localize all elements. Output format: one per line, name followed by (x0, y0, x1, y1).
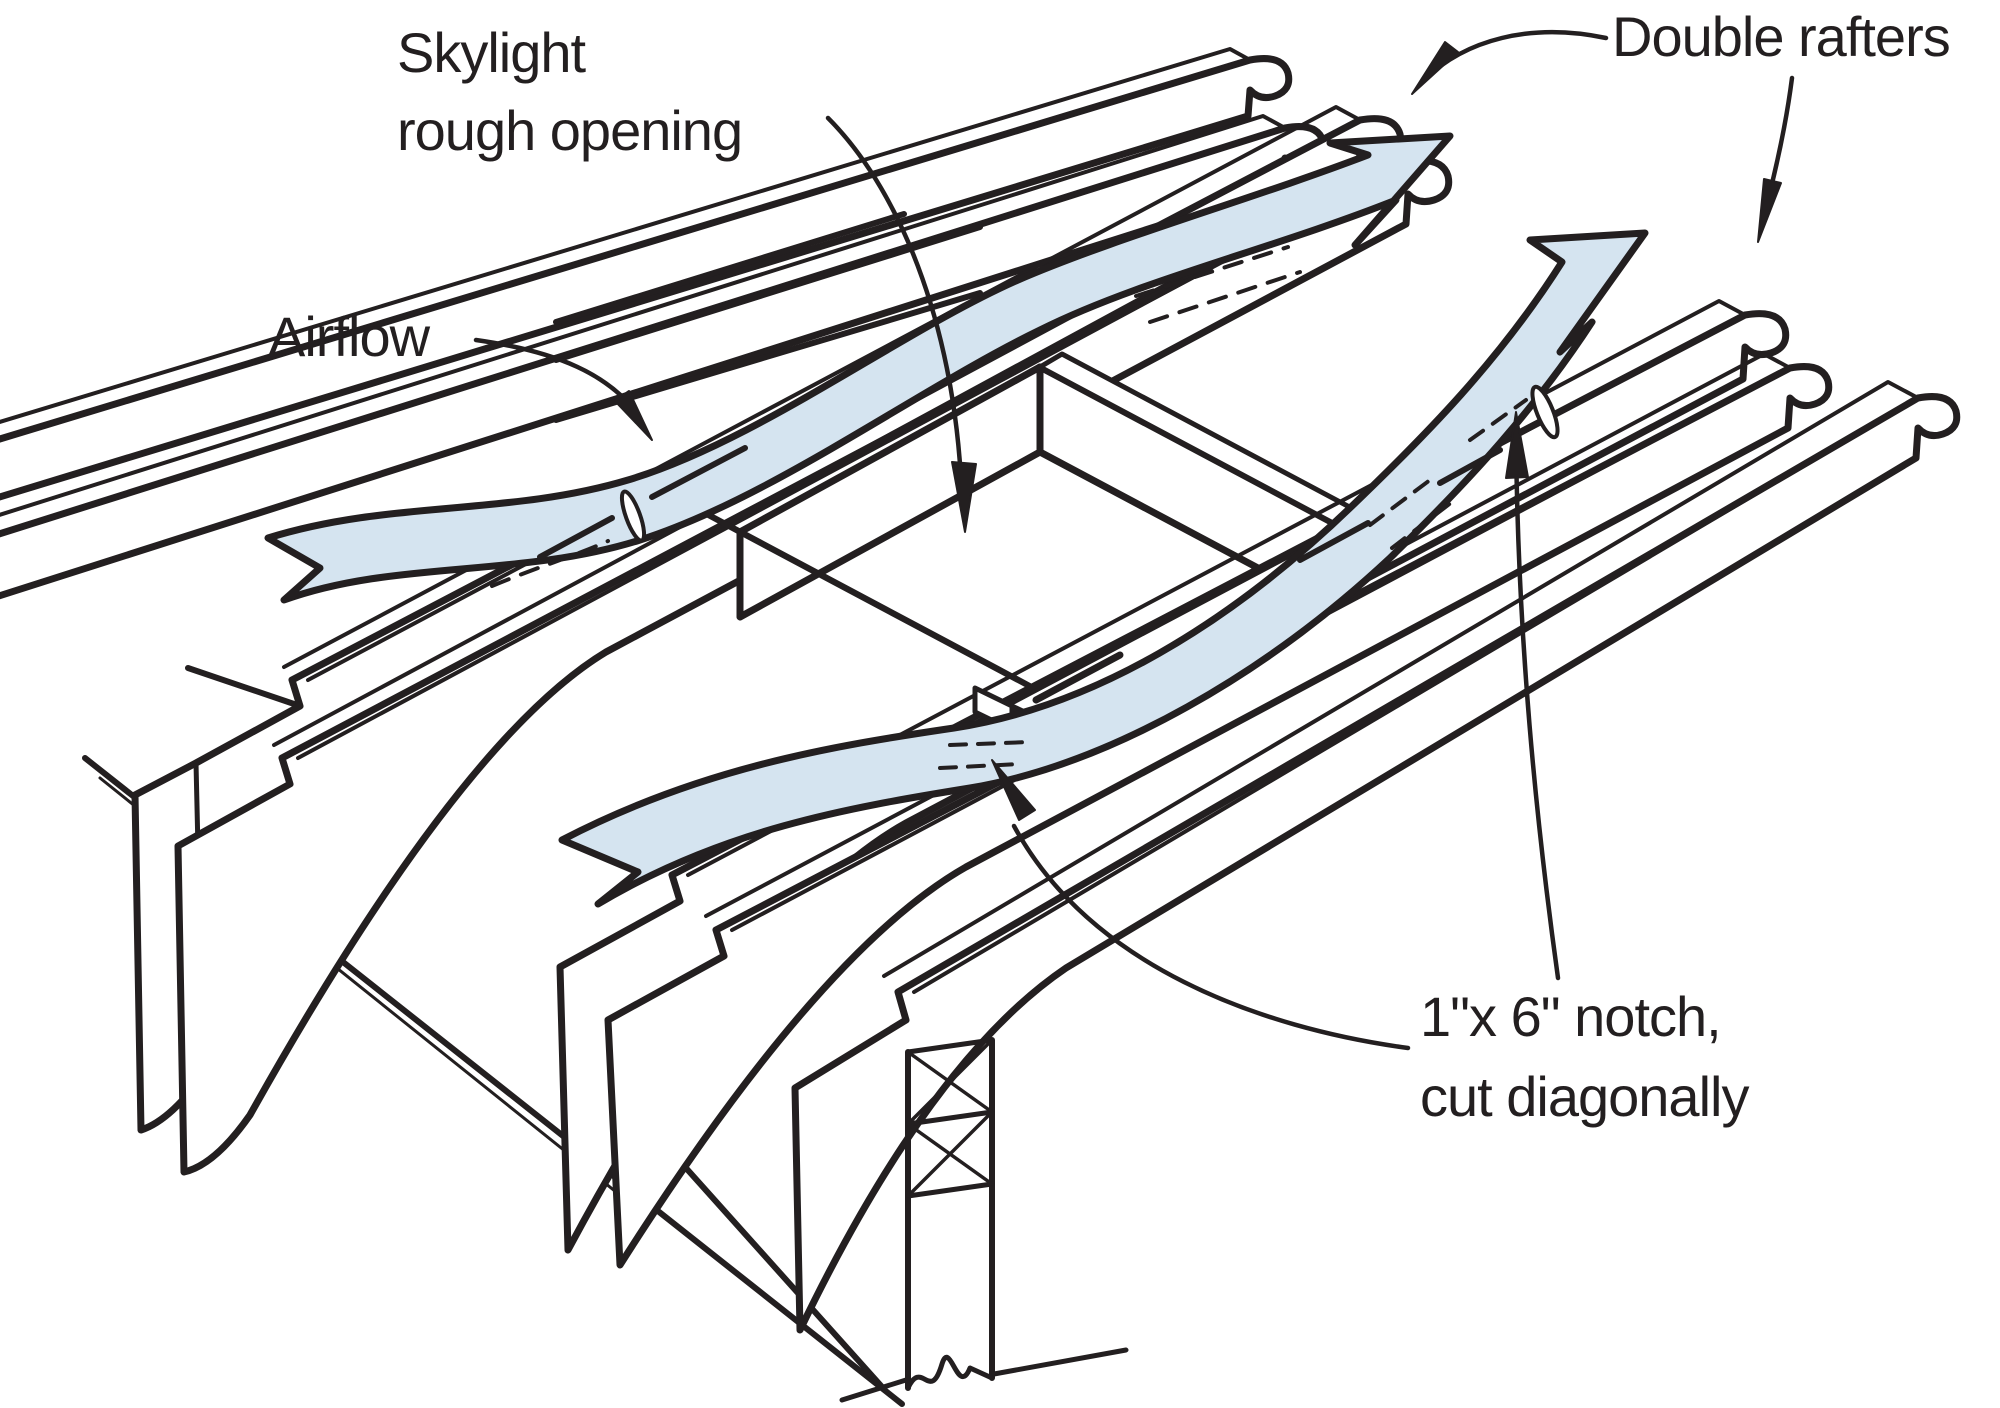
ground-lines (839, 1347, 1129, 1403)
crossing-line-notched (537, 445, 748, 560)
rafter-body (604, 363, 1833, 1269)
rafter-back-1 (0, 47, 1293, 501)
label-double-rafters: Double rafters (1612, 5, 1950, 68)
rafter-side (0, 55, 1293, 501)
leader-skylight (825, 115, 965, 508)
notch-dashes (1134, 245, 1302, 324)
labels: Skylight rough opening Airflow Double ra… (268, 5, 1951, 1128)
label-airflow: Airflow (268, 305, 431, 368)
label-skylight-line1: Skylight (397, 21, 587, 84)
support-post (839, 1037, 1129, 1403)
crossing-line (1032, 651, 1124, 704)
post-rails (905, 1037, 995, 1199)
leader-notch-1 (1513, 437, 1561, 981)
post-edges (905, 1037, 995, 1391)
airflow-ribbon-lower (558, 229, 1649, 908)
airflow-ribbon-upper (264, 132, 1454, 604)
hidden-airflow-dashes (1468, 398, 1528, 442)
leader-notch-2 (1011, 823, 1411, 1051)
leader-notch-arrowhead-icon (991, 759, 1036, 821)
label-skylight-line2: rough opening (397, 99, 742, 162)
leader-notch-arrowhead-icon (1505, 411, 1529, 479)
rafter-top-strip (882, 380, 1920, 994)
notch-sliver (1530, 384, 1560, 440)
label-notch-line1: 1"x 6" notch, (1420, 985, 1721, 1048)
leader-skylight-arrowhead-icon (951, 461, 977, 533)
skylight-rough-opening (685, 351, 1375, 700)
hidden-airflow-dashes (490, 539, 610, 588)
crossing-line (553, 211, 907, 325)
rafter-top-strip (0, 47, 1252, 442)
notch-sliver (619, 489, 647, 543)
notch-dashes (938, 740, 1032, 770)
leader-double-rafters-arrowhead-icon (1757, 178, 1782, 243)
rafter-body (791, 393, 1961, 1334)
airflow-ribbon-shape (558, 229, 1649, 908)
plate-tick (185, 665, 303, 709)
rafter-top-strip (660, 299, 1747, 877)
crossing-line-notched (1297, 447, 1503, 563)
rafter-front (791, 380, 1961, 1334)
rafter-body (174, 157, 1453, 1176)
leader-airflow-arrowhead-icon (614, 390, 653, 441)
leader-arrows (473, 29, 1795, 1051)
post-break-symbol (905, 1354, 995, 1391)
notch-dashes (1368, 478, 1454, 550)
post-cross-bracing (906, 1038, 994, 1198)
leader-double-rafters-arrowhead-icon (1411, 41, 1459, 95)
label-notch-line2: cut diagonally (1420, 1065, 1749, 1128)
